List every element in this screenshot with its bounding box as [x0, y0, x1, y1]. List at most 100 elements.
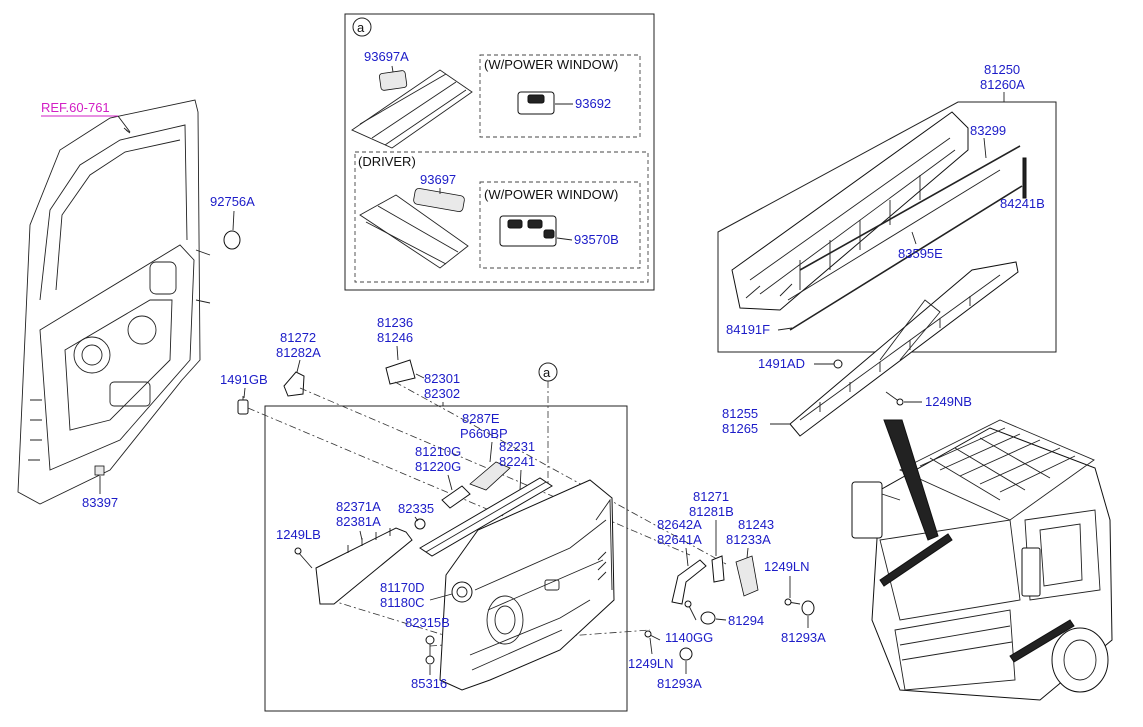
label-81243: 81243 [738, 517, 774, 532]
label-81250: 81250 [984, 62, 1020, 77]
plug-92756A [223, 230, 241, 250]
label-81236: 81236 [377, 315, 413, 330]
armrest-82371A [315, 527, 413, 605]
bracket-81271 [711, 555, 725, 583]
label-8287E: 8287E [462, 411, 500, 426]
label-83595E: 83595E [898, 246, 943, 261]
label-82335: 82335 [398, 501, 434, 516]
bezel-81210G [441, 485, 471, 509]
label-81294: 81294 [728, 613, 764, 628]
door-trim-panel-box: a [247, 362, 727, 712]
strip-84241B [1022, 157, 1027, 199]
window-switch-bottom [499, 215, 557, 247]
label-82231: 82231 [499, 439, 535, 454]
label-82642A: 82642A [657, 517, 702, 532]
subbox-power-window-bottom [479, 181, 641, 269]
label-82641A: 82641A [657, 532, 702, 547]
label-82315B: 82315B [405, 615, 450, 630]
label-81293A-b: 81293A [781, 630, 826, 645]
label-1249LN-b: 1249LN [764, 559, 810, 574]
label-83299: 83299 [970, 123, 1006, 138]
label-82302: 82302 [424, 386, 460, 401]
label-84191F: 84191F [726, 322, 770, 337]
label-81233A: 81233A [726, 532, 771, 547]
inset-frame [344, 13, 655, 291]
door-trim-panel [439, 479, 615, 691]
subbox-driver [354, 151, 649, 283]
inset-marker: a [357, 20, 365, 35]
window-switch-top [517, 91, 555, 115]
label-82301: 82301 [424, 371, 460, 386]
label-81220G: 81220G [415, 459, 461, 474]
label-81255: 81255 [722, 406, 758, 421]
scuff-frame [717, 101, 1057, 353]
door-frame [17, 99, 211, 505]
label-93570B: 93570B [574, 232, 619, 247]
subbox-power-window-top [479, 54, 641, 138]
door-sill-sketch-driver [359, 188, 469, 269]
label-84241B: 84241B [1000, 196, 1045, 211]
clip-1491GB [237, 396, 249, 415]
cover-93697A [379, 70, 408, 91]
label-81260A: 81260A [980, 77, 1025, 92]
inset-panel: a (W/POWER WINDOW) (DRIVER) (W/POWER WIN… [344, 13, 655, 291]
label-85316: 85316 [411, 676, 447, 691]
handle-82642A [671, 559, 707, 605]
trim-marker: a [543, 365, 551, 380]
subbox-driver-title: (DRIVER) [358, 154, 416, 169]
pad-83397 [94, 465, 105, 476]
label-1249NB: 1249NB [925, 394, 972, 409]
bolt-1249NB [885, 391, 922, 406]
cap-81293A-a [679, 647, 693, 661]
trim-frame [264, 405, 628, 712]
step-plate [789, 261, 1019, 437]
label-1249LB: 1249LB [276, 527, 321, 542]
inset-marker-circle [352, 17, 372, 37]
scuff-panel-box [717, 101, 1057, 353]
bracket-81272 [283, 371, 305, 397]
label-81265: 81265 [722, 421, 758, 436]
clip-1491AD [814, 359, 843, 369]
label-93697: 93697 [420, 172, 456, 187]
label-81170D: 81170D [380, 580, 425, 595]
label-81281B: 81281B [689, 504, 734, 519]
label-1491AD: 1491AD [758, 356, 805, 371]
screw-1249LB [294, 547, 313, 569]
label-81210G: 81210G [415, 444, 461, 459]
label-81180C: 81180C [380, 595, 425, 610]
handle-8287E [469, 461, 511, 491]
subbox-top-title: (W/POWER WINDOW) [484, 57, 618, 72]
label-93692: 93692 [575, 96, 611, 111]
truck-cab-illustration [851, 419, 1113, 701]
label-82241: 82241 [499, 454, 535, 469]
reference-link[interactable]: REF.60-761 [41, 100, 110, 115]
label-81272: 81272 [280, 330, 316, 345]
bolt-1140GG [684, 600, 697, 621]
label-93697A: 93697A [364, 49, 409, 64]
label-P660BP: P660BP [460, 426, 508, 441]
label-82381A: 82381A [336, 514, 381, 529]
label-1491GB: 1491GB [220, 372, 268, 387]
bracket-81236 [385, 359, 416, 385]
label-1140GG: 1140GG [665, 630, 713, 645]
label-82371A: 82371A [336, 499, 381, 514]
screw-1249LN-b [784, 598, 801, 606]
cap-81294 [700, 611, 716, 625]
cover-93697 [413, 188, 465, 212]
cover-81243 [735, 555, 759, 597]
label-81293A-a: 81293A [657, 676, 702, 691]
label-1249LN-a: 1249LN [628, 656, 674, 671]
panel-81250 [731, 111, 969, 311]
label-81246: 81246 [377, 330, 413, 345]
screw-1249LN-a [644, 630, 661, 641]
cap-81293A-b [801, 600, 815, 616]
label-81282A: 81282A [276, 345, 321, 360]
door-sill-sketch-top [351, 69, 473, 149]
clip-82335 [414, 518, 426, 530]
subbox-bottom-title: (W/POWER WINDOW) [484, 187, 618, 202]
fastener-85316 [425, 655, 435, 665]
label-92756A: 92756A [210, 194, 255, 209]
label-81271: 81271 [693, 489, 729, 504]
